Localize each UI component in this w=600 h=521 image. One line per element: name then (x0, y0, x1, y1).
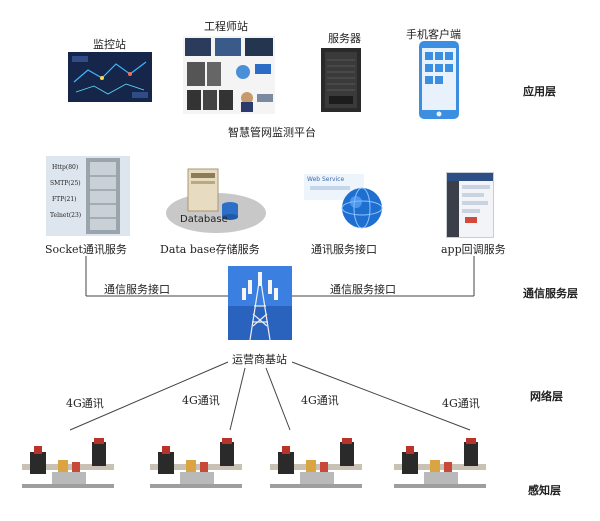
mobile-client-label: 手机客户端 (406, 28, 461, 41)
cell-tower-icon (228, 266, 292, 340)
valve-sensor-icon (22, 438, 114, 488)
engineer-station-image (183, 36, 275, 114)
valve-sensor-icon (150, 438, 242, 488)
app-callback-label: app回调服务 (441, 243, 506, 256)
link-4g-1-label: 4G通讯 (66, 397, 104, 410)
webservice-text: Web Service (307, 176, 345, 183)
comm-interface-label: 通讯服务接口 (311, 243, 377, 256)
monitor-station-screen (68, 52, 152, 102)
engineer-station-label: 工程师站 (204, 20, 248, 33)
sensor-device-3 (270, 436, 362, 492)
base-station-label: 运营商基站 (232, 353, 287, 366)
comm-interface-left-label: 通信服务接口 (104, 283, 170, 296)
server-label: 服务器 (328, 32, 361, 45)
link-4g-3-label: 4G通讯 (301, 394, 339, 407)
sensor-device-1 (22, 436, 114, 492)
link-4g-2-label: 4G通讯 (182, 394, 220, 407)
sensor-device-2 (150, 436, 242, 492)
mobile-image (418, 40, 460, 120)
layer-network: 网络层 (530, 390, 563, 403)
sensor-device-4 (394, 436, 486, 492)
line-4g-2 (229, 367, 246, 431)
app-screen-icon (447, 173, 493, 237)
app-callback-image (446, 172, 494, 238)
base-station-image (228, 266, 292, 340)
database-service-label: Data base存储服务 (160, 243, 260, 256)
server-rack-icon (86, 158, 120, 234)
webservice-image: Web Service (304, 174, 386, 232)
database-text: Database (180, 214, 228, 225)
line-4g-1 (69, 361, 229, 431)
server-image (315, 46, 367, 114)
port-ftp: FTP(21) (52, 196, 77, 203)
port-telnet: Telnet(23) (50, 212, 82, 219)
port-http: Http(80) (52, 164, 79, 171)
line-4g-3 (265, 367, 291, 431)
database-image: Database (158, 163, 268, 235)
workstation-icon (185, 38, 273, 112)
comm-interface-right-label: 通信服务接口 (330, 283, 396, 296)
layer-application: 应用层 (523, 85, 556, 98)
layer-sensing: 感知层 (528, 484, 561, 497)
socket-server-image: Http(80) SMTP(25) FTP(21) Telnet(23) (46, 156, 130, 236)
socket-service-label: Socket通讯服务 (45, 243, 127, 256)
port-smtp: SMTP(25) (50, 180, 81, 187)
valve-sensor-icon (394, 438, 486, 488)
line-4g-4 (291, 361, 471, 431)
database-icon (166, 168, 266, 233)
map-icon (68, 52, 152, 102)
layer-communication: 通信服务层 (523, 287, 578, 300)
phone-icon (419, 41, 459, 119)
globe-icon (304, 174, 383, 229)
monitor-station-label: 监控站 (93, 38, 126, 51)
platform-label: 智慧管网监测平台 (228, 126, 316, 139)
link-4g-4-label: 4G通讯 (442, 397, 480, 410)
valve-sensor-icon (270, 438, 362, 488)
server-tower-icon (321, 48, 361, 112)
